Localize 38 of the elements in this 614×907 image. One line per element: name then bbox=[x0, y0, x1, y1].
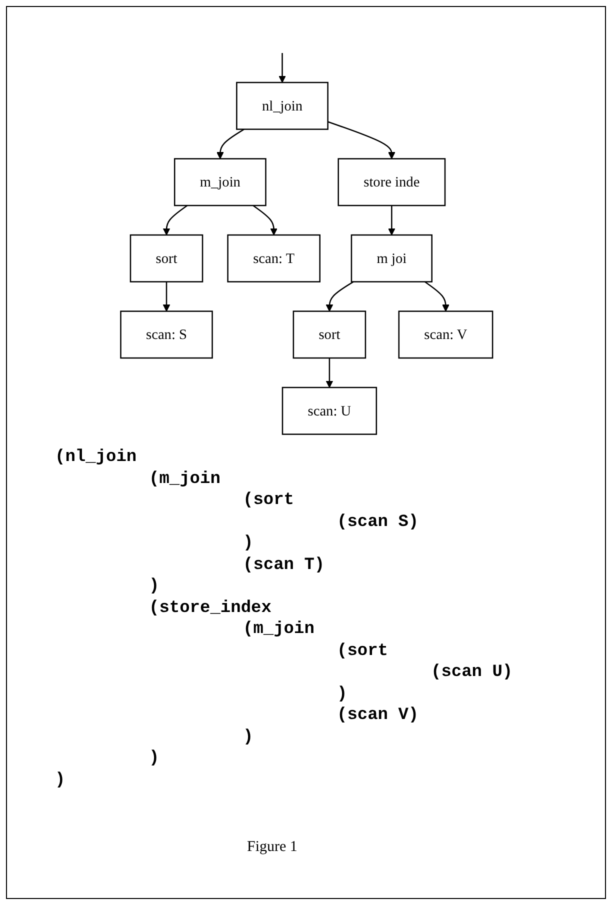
code-line: (sort bbox=[243, 490, 294, 512]
code-line: ) bbox=[243, 726, 254, 748]
arrow bbox=[388, 206, 396, 236]
code-line: (m_join bbox=[149, 468, 220, 490]
code-line: (scan V) bbox=[337, 705, 419, 726]
code-line: (sort bbox=[337, 640, 388, 662]
node-box bbox=[236, 82, 329, 130]
code-line: ) bbox=[149, 748, 160, 770]
code-line: (store_index bbox=[149, 598, 272, 619]
node-box bbox=[293, 310, 366, 359]
node-box bbox=[338, 158, 446, 206]
code-line: ) bbox=[149, 576, 160, 598]
arrow bbox=[424, 281, 450, 312]
node-box bbox=[130, 234, 204, 282]
figure-frame: nl_join m_join store inde sort scan: T scan: S m joi sort scan: V scan: U (nl_join (m_join (sort (scan S) ) (scan T) ) (store_index (m_join (sort (scan U) ) (scan V) ) ) ) Figure 1 bbox=[6, 6, 606, 899]
code-line: (scan S) bbox=[337, 512, 419, 533]
code-line: ) bbox=[243, 533, 254, 554]
code-line: (scan T) bbox=[243, 554, 325, 576]
code-line: (nl_join bbox=[55, 447, 137, 468]
figure-caption: Figure 1 bbox=[247, 839, 298, 856]
node-box bbox=[398, 310, 494, 359]
code-line: (m_join bbox=[243, 619, 314, 640]
node-box bbox=[282, 386, 378, 435]
arrow bbox=[216, 128, 245, 160]
arrow bbox=[328, 121, 396, 160]
arrow bbox=[326, 281, 354, 312]
node-box bbox=[228, 234, 321, 282]
node-box bbox=[120, 310, 214, 359]
arrow bbox=[253, 205, 278, 236]
code-line: ) bbox=[55, 770, 66, 791]
node-box bbox=[174, 158, 267, 206]
node-box bbox=[351, 234, 433, 282]
arrow bbox=[163, 282, 171, 312]
arrow bbox=[326, 358, 334, 388]
code-line: (scan U) bbox=[431, 662, 513, 684]
arrow bbox=[163, 205, 188, 236]
code-line: ) bbox=[337, 684, 348, 705]
arrow bbox=[278, 53, 286, 83]
